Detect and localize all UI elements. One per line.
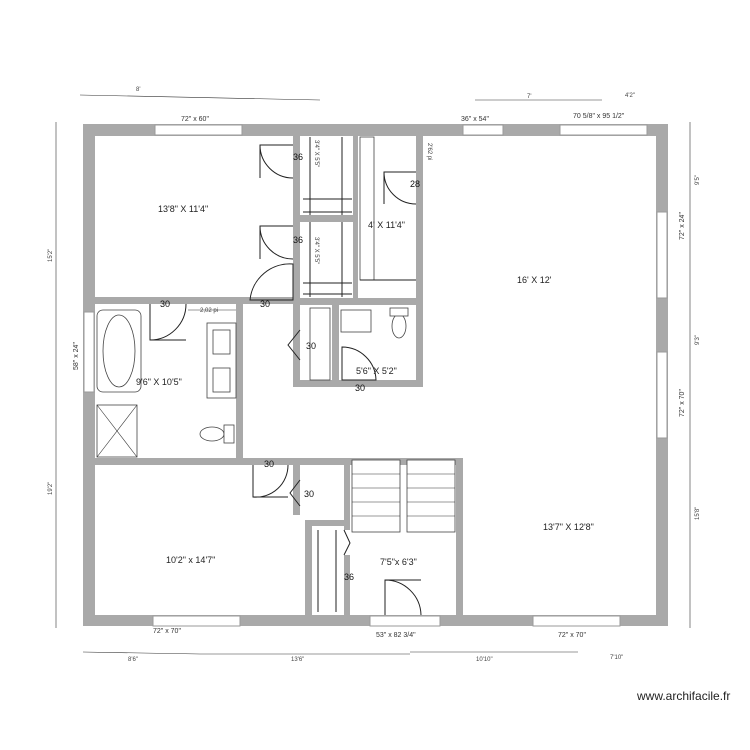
dim-bottom: 13'6" (291, 657, 304, 663)
dim-right: 9'3" (695, 335, 701, 345)
closet-dim: 2'62 pi (426, 143, 432, 161)
room-label-stair-hall: 7'5"x 6'3" (380, 557, 417, 567)
toilet-small (391, 313, 407, 339)
closet-dims: 3'4" X 5'5" 3'4" X 5'5" 2'62 pi 2,02 pi (188, 140, 432, 314)
door-label: 30 (260, 299, 270, 309)
door-label: 28 (410, 179, 420, 189)
room-label-bedroom-sw: 10'2" x 14'7" (166, 555, 215, 565)
window-top-mid (462, 124, 504, 136)
door-swing (149, 303, 187, 341)
window-left-bath (83, 311, 95, 393)
stairs (351, 459, 456, 533)
door-label: 36 (293, 235, 303, 245)
dim-left: 19'2" (48, 482, 54, 495)
window-label: 58" x 24" (73, 342, 80, 370)
room-label-closet-mid: 4' X 11'4" (368, 220, 405, 230)
dim-right: 15'8" (695, 507, 701, 520)
watermark: www.archifacile.fr (637, 689, 731, 703)
door-label: 30 (160, 299, 170, 309)
door-swing (259, 144, 294, 179)
dim-right: 9'5" (695, 175, 701, 185)
door-swing (289, 479, 301, 507)
door-swing (287, 329, 301, 361)
dimension-lines: 8' 7' 4'2" 9'5" 9'3" 15'8" 15'2" 19'2" 8… (48, 87, 701, 663)
door-label: 30 (355, 383, 365, 393)
sink-small (340, 309, 372, 333)
window-label: 36" x 54" (461, 116, 489, 123)
window-label: 72" x 70" (153, 628, 181, 635)
window-label: 72" x 24" (679, 212, 686, 240)
dim-bottom: 10'10" (476, 657, 493, 663)
window-label: 72" x 70" (679, 389, 686, 417)
room-label-bath-master: 9'6" X 10'5" (136, 377, 182, 387)
door-label: 36 (293, 152, 303, 162)
window-top-left (154, 124, 243, 136)
door-swing (341, 346, 377, 381)
window-bottom-right (532, 615, 621, 627)
bath-fixtures (96, 307, 409, 458)
door-label: 30 (304, 489, 314, 499)
windows (83, 124, 668, 627)
window-bottom-left (152, 615, 241, 627)
room-label-bath-small: 5'6" X 5'2" (356, 366, 397, 376)
window-right-lower (656, 351, 668, 439)
room-label-bedroom-nw: 13'8" X 11'4" (158, 204, 208, 214)
window-label: 72" x 60" (181, 116, 209, 123)
window-top-right (559, 124, 648, 136)
dim-bottom: 7'10" (610, 655, 623, 661)
window-label: 72" x 70" (558, 632, 586, 639)
room-label-living-se: 13'7" X 12'8" (543, 522, 594, 532)
door-labels: 36 36 28 30 30 30 30 30 30 36 (160, 152, 420, 582)
window-labels: 72" x 60" 36" x 54" 70 5/8" x 95 1/2" 72… (73, 113, 686, 639)
closet-dim: 3'4" X 5'5" (313, 237, 319, 264)
door-swing (249, 263, 294, 301)
door-swing (259, 225, 294, 260)
door-swing (384, 579, 422, 616)
window-right-upper (656, 211, 668, 299)
room-label-great-room: 16' X 12' (517, 275, 552, 285)
room-labels: 13'8" X 11'4" 4' X 11'4" 16' X 12' 9'6" … (136, 204, 594, 567)
dim-top: 7' (527, 94, 531, 100)
doors (149, 144, 422, 616)
door-label: 30 (306, 341, 316, 351)
closet-rods (303, 136, 416, 612)
door-swing (252, 464, 289, 498)
dim-left: 15'2" (48, 249, 54, 262)
door-label: 36 (344, 572, 354, 582)
dim-bottom: 8'6" (128, 657, 138, 663)
closet-dim: 3'4" X 5'5" (313, 140, 319, 167)
door-swing (343, 529, 351, 556)
interior-walls (95, 136, 463, 615)
toilet (199, 426, 225, 442)
dim-top: 8' (136, 87, 140, 93)
dim-top: 4'2" (625, 93, 635, 99)
window-bottom-mid (369, 615, 441, 627)
window-label: 70 5/8" x 95 1/2" (573, 113, 625, 120)
vanity-dim: 2,02 pi (200, 308, 218, 314)
window-label: 53" x 82 3/4" (376, 632, 416, 639)
door-label: 30 (264, 459, 274, 469)
